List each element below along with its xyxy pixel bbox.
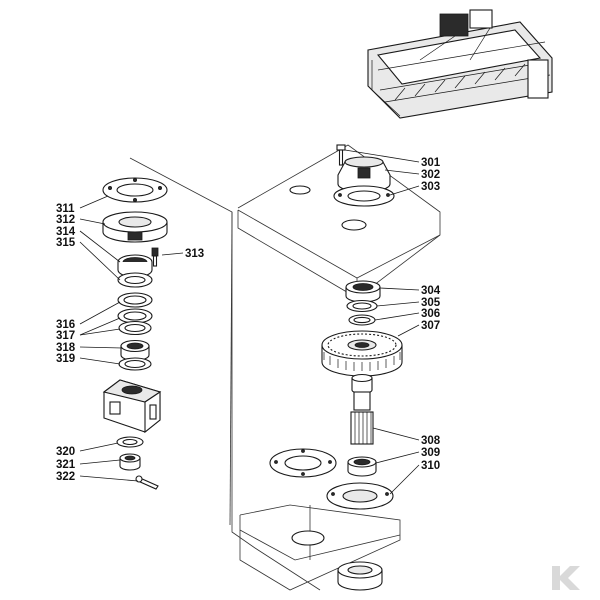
label-315: 315 [56,237,76,249]
label-314: 314 [56,226,76,238]
part-305-ring [346,299,378,313]
bearing-block [102,379,162,434]
part-322-split-pin [135,475,159,490]
part-318-bearing [120,339,150,362]
part-310-lower-housing [326,482,394,510]
left-part-stack [102,177,168,490]
part-313-bolt [151,247,159,267]
part-304-bearing [345,280,381,303]
part-309-bearing [347,456,377,477]
label-303: 303 [421,181,440,193]
label-322: 322 [56,471,75,483]
part-321-bushing [119,453,141,471]
label-319: 319 [56,353,75,365]
part-303-gasket [333,185,395,207]
part-308-splined-shaft [350,373,374,445]
label-311: 311 [56,203,75,215]
lower-flange-plate [269,448,337,478]
part-307-bevel-gear [321,330,403,377]
label-310: 310 [421,460,440,472]
label-320: 320 [56,446,75,458]
label-304: 304 [421,285,441,297]
label-321: 321 [56,459,76,471]
part-306-ring [348,314,376,326]
bottom-housing-cup [337,561,383,591]
label-305: 305 [421,297,441,309]
part-315-seal [117,272,153,288]
part-311-flange-plate [102,177,168,203]
part-312-bearing-housing [102,211,168,243]
label-308: 308 [421,435,441,447]
part-320-ring [116,436,144,448]
label-307: 307 [421,320,440,332]
label-309: 309 [421,447,440,459]
part-317-shim [117,308,153,336]
label-317: 317 [56,330,75,342]
label-312: 312 [56,214,75,226]
label-301: 301 [421,157,441,169]
label-318: 318 [56,342,76,354]
label-306: 306 [421,308,440,320]
label-316: 316 [56,319,75,331]
k-logo-icon [552,566,580,590]
rotary-harrow-thumbnail-icon [367,9,553,119]
labels-right: 301 302 303 304 305 306 307 308 309 310 [421,157,441,472]
label-302: 302 [421,169,440,181]
labels-left: 311 312 314 315 316 317 318 319 320 321 … [56,203,204,483]
part-319-ring [118,357,152,371]
right-part-stack [269,144,403,591]
leader-lines [79,149,420,495]
part-316-shim [117,292,153,308]
label-313: 313 [185,248,204,260]
part-301-bolt [336,144,346,166]
